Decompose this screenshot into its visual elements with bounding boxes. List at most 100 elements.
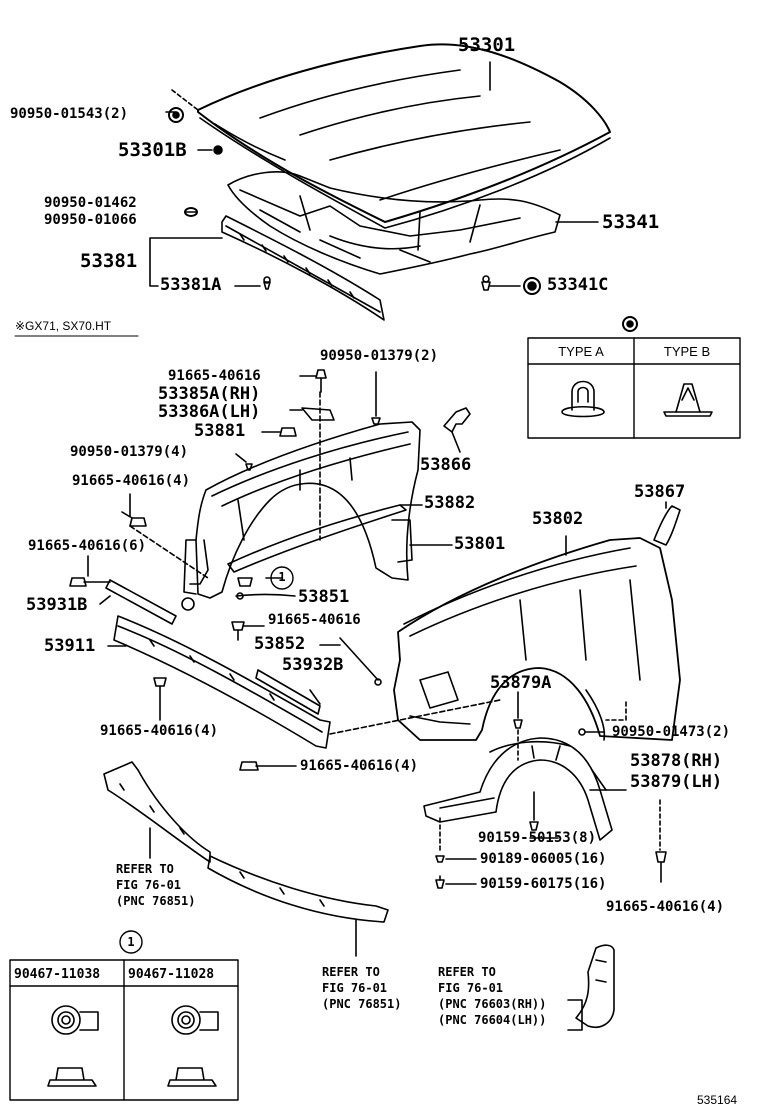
cushion-icon: [168, 107, 184, 123]
nut-table-col-2: 90467-11028: [128, 967, 215, 982]
bolt-icon-top: [299, 369, 327, 393]
label-bolt-6: 91665-40616(6): [28, 538, 147, 554]
front-fender-drawing: [393, 537, 681, 741]
label-53852: 53852: [254, 634, 306, 654]
label-53801: 53801: [454, 534, 506, 554]
ref-circle-icon-lower: [119, 930, 143, 954]
stay-53851: [235, 592, 296, 600]
label-53931b: 53931B: [26, 595, 88, 615]
bolt-icon-4c: [239, 761, 297, 771]
support-53911: [113, 615, 331, 749]
dash-cushion: [171, 89, 199, 111]
label-refer-1b: FIG 76-01: [116, 878, 182, 892]
hood-panel-drawing: [197, 43, 611, 229]
plug-icon: [213, 145, 223, 155]
nut-table: [9, 959, 239, 1101]
label-refer-3c: (PNC 76603(RH)): [438, 997, 547, 1011]
nut-table-col-1: 90467-11038: [14, 967, 101, 982]
label-refer-3d: (PNC 76604(LH)): [438, 1013, 547, 1027]
fender-apron-drawing: [183, 421, 421, 599]
label-refer-2c: (PNC 76851): [322, 997, 402, 1011]
bolt-4d-icon: [655, 851, 667, 883]
bolt-icon-mid: [231, 621, 265, 641]
label-refer-2a: REFER TO: [322, 965, 380, 979]
hood-seal-drawing: [221, 215, 385, 321]
label-bracket-rh: 53385A(RH): [158, 384, 261, 404]
clip-53851-icon: [237, 577, 253, 587]
leader-53866: [451, 431, 461, 453]
bolt-icon-4a: [121, 511, 147, 527]
label-cushion-1: 90950-01462: [44, 195, 137, 211]
garnish-53867: [653, 505, 681, 546]
label-53911: 53911: [44, 636, 96, 656]
cushion-icon-4: [235, 453, 253, 471]
label-53851: 53851: [298, 587, 350, 607]
rod-end-icon: [374, 678, 382, 686]
label-hood-seal-a: 53381A: [160, 275, 222, 295]
bracket-hood-seal: [149, 237, 223, 287]
footer-code: 535164: [697, 1093, 738, 1107]
nut-16-icon: [435, 855, 477, 863]
label-53867: 53867: [634, 482, 686, 502]
hood-insulator-drawing: [227, 171, 561, 275]
label-53932b: 53932B: [282, 655, 344, 675]
label-53866: 53866: [420, 455, 472, 475]
label-bolt-4a: 91665-40616(4): [72, 473, 191, 489]
bracket-53385a-icon: [289, 407, 335, 421]
label-refer-3b: FIG 76-01: [438, 981, 504, 995]
type-b-header: TYPE B: [663, 344, 711, 359]
label-cushion-top: 90950-01379(2): [320, 348, 439, 364]
label-53879a: 53879A: [490, 673, 552, 693]
front-spoiler-drawing: [103, 761, 389, 923]
label-clip-c: 53341C: [547, 275, 609, 295]
screw-8-icon: [529, 821, 539, 831]
dash-cushion-2b: [605, 701, 627, 721]
bracket-refer-3: [567, 999, 583, 1031]
label-refer-1c: (PNC 76851): [116, 894, 196, 908]
label-hood-b: 53301B: [118, 139, 187, 161]
bracket-53866: [443, 407, 471, 433]
clip-53879a-icon: [513, 719, 523, 729]
label-refer-1a: REFER TO: [116, 862, 174, 876]
label-bolt-mid: 91665-40616: [268, 612, 361, 628]
rod-53852: [339, 637, 379, 681]
label-cushion-2: 90950-01066: [44, 212, 137, 228]
label-ref-circle-upper: 1: [278, 570, 286, 584]
label-bracket-lh: 53386A(LH): [158, 402, 261, 422]
cushion-2b-icon: [578, 728, 586, 736]
dash-fender-support: [329, 699, 501, 735]
fender-liner-drawing: [423, 737, 613, 841]
label-screw-8: 90159-50153(8): [478, 830, 597, 846]
mud-guard-drawing: [575, 944, 615, 1028]
label-screw-16: 90159-60175(16): [480, 876, 607, 892]
clip-icon: [263, 276, 271, 290]
label-model-note: ※GX71, SX70.HT: [15, 319, 112, 333]
label-hood-insulator: 53341: [602, 211, 660, 233]
label-refer-3a: REFER TO: [438, 965, 496, 979]
label-liner-lh: 53879(LH): [630, 772, 723, 792]
label-cushion-hood: 90950-01543(2): [10, 106, 129, 122]
clip-type-table: [527, 337, 741, 439]
bolt-icon-6: [69, 577, 111, 587]
ref-circle-icon-upper: [270, 566, 294, 590]
label-hood: 53301: [458, 34, 516, 56]
label-bolt-4d: 91665-40616(4): [606, 899, 725, 915]
label-cushion-2b: 90950-01473(2): [612, 724, 731, 740]
nut-53881-icon: [261, 427, 297, 437]
label-53802: 53802: [532, 509, 584, 529]
bolt-icon-4b: [153, 677, 167, 721]
label-cushion-4: 90950-01379(4): [70, 444, 189, 460]
bracket-53932b: [255, 669, 321, 715]
label-53881: 53881: [194, 421, 246, 441]
cushion-pair-icon: [184, 207, 198, 217]
type-a-header: TYPE A: [558, 344, 604, 359]
label-liner-rh: 53878(RH): [630, 751, 723, 771]
clip-c-icon: [481, 275, 541, 295]
bracket-53931b: [99, 579, 195, 625]
dash-bolt-4a: [129, 525, 209, 579]
label-hood-seal: 53381: [80, 250, 138, 272]
label-ref-circle-lower: 1: [127, 935, 135, 949]
type-clip-marker-icon: [622, 316, 638, 332]
label-bolt-4b: 91665-40616(4): [100, 723, 219, 739]
